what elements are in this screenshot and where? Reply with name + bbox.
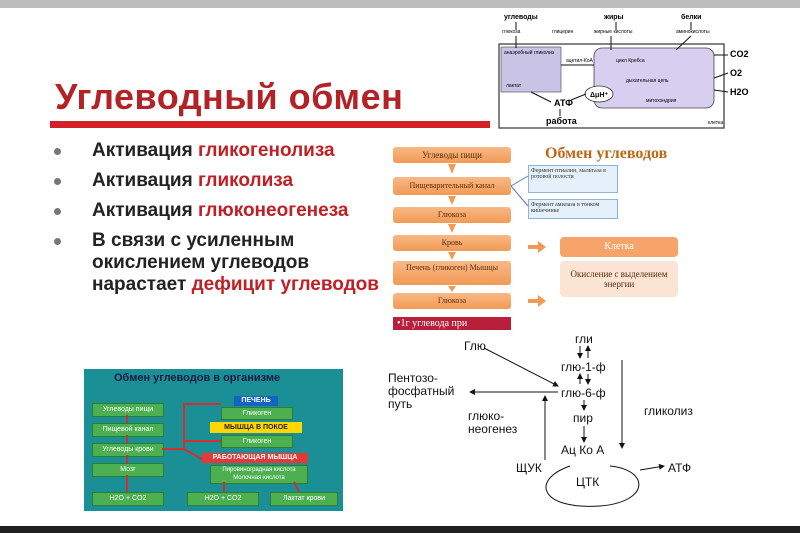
glucose-pathways-scheme: гли Глю глю-1-ф Пентозо- фосфатный путь … [380, 330, 720, 515]
node-acoa: Ац Ко А [561, 443, 605, 457]
label-mitochondria: митохондрия [646, 98, 677, 104]
node-shuk: ЩУК [516, 461, 542, 475]
label-acetyl-coa: ацетил-КоА [566, 58, 594, 64]
cell-label: Клетка [560, 237, 678, 257]
bottom-bar [0, 526, 800, 533]
label-h2o: H2O [730, 87, 749, 97]
sub-amino-acids: аминокислоты [676, 29, 710, 35]
energy-metabolism-diagram: углеводы жиры белки глюкоза глицерин жир… [496, 10, 786, 132]
step-glucose: Глюкоза [393, 207, 511, 223]
sub-glycerol: глицерин [552, 29, 574, 35]
node-gng: глюко- неогенез [468, 409, 518, 436]
flow-arrows [515, 22, 729, 116]
node-glu: Глю [464, 339, 486, 353]
node-tca: ЦТК [576, 475, 600, 489]
label-lactate: лактат [506, 83, 522, 89]
node-glycolysis: гликолиз [644, 404, 693, 418]
carb-digestion-diagram: Углеводы пищи Обмен углеводов Пищеварите… [388, 141, 720, 334]
bullet-text: В связи с усиленным окислением углеводов… [92, 230, 310, 295]
bl-lactate: Лактат крови [270, 492, 338, 506]
bullet-highlight: гликогенолиза [197, 140, 335, 161]
bullet-text: Активация [92, 170, 193, 191]
energy-note: •1г углевода при [393, 317, 511, 330]
src-proteins: белки [681, 13, 701, 21]
bl-rest-muscle: МЫШЦА В ПОКОЕ [210, 422, 302, 433]
node-g6p: глю-6-ф [561, 386, 606, 400]
label-krebs: цикл Кребса [616, 58, 645, 64]
label-atp: АТФ [554, 98, 573, 108]
bullet-list: Активация гликогенолиза Активация гликол… [50, 140, 380, 304]
title-underline [50, 121, 490, 128]
step-liver: Печень (гликоген) Мышцы [393, 261, 511, 285]
top-bar [0, 0, 800, 8]
label-o2: O2 [730, 68, 742, 78]
enzyme-amylase: Фермент амилаза в тонком кишечнике [528, 199, 618, 219]
bl-glycogen-muscle: Гликоген [221, 435, 293, 448]
bl-acids: Пировиноградная кислота Молочная кислота [210, 465, 308, 484]
label-resp-chain: дыхательная цепь [626, 78, 669, 84]
sub-fatty-acids: жирные кислоты [594, 29, 633, 35]
bullet-highlight: дефицит углеводов [191, 274, 379, 295]
label-co2: CO2 [730, 49, 749, 59]
enzyme-ptyalin: Фермент птиалин, мальтаза в ротовой поло… [528, 165, 618, 193]
bullet-item: В связи с усиленным окислением углеводов… [50, 230, 380, 296]
scheme-arrows [469, 345, 665, 507]
bl-h2o-co2-mid: H2O + CO2 [187, 492, 259, 506]
label-work: работа [546, 116, 578, 126]
label-cell: клетка [708, 120, 723, 126]
bl-title: Обмен углеводов в организме [114, 372, 281, 384]
bl-arrows [126, 403, 300, 493]
bullet-item: Активация глюконеогенеза [50, 200, 380, 222]
bullet-text: Активация [92, 140, 193, 161]
node-ppp: Пентозо- фосфатный путь [388, 371, 455, 411]
step-digestive-tract: Пищеварительный канал [393, 177, 511, 195]
node-gli: гли [575, 332, 593, 346]
sub-glucose: глюкоза [502, 29, 521, 35]
src-fats: жиры [603, 14, 624, 21]
bullet-text: Активация [92, 200, 193, 221]
mid-arrows [448, 164, 546, 307]
bl-h2o-co2: H2O + CO2 [92, 492, 164, 506]
slide-title: Углеводный обмен [55, 76, 404, 117]
oxidation-box: Окисление с выделением энергии [560, 261, 678, 297]
node-pir: пир [573, 411, 593, 425]
src-carbs: углеводы [504, 14, 538, 21]
bl-work-muscle: РАБОТАЮЩАЯ МЫШЦА [202, 453, 308, 463]
bullet-item: Активация гликолиза [50, 170, 380, 192]
bl-glycogen-liver: Гликоген [221, 407, 293, 420]
node-atp: АТФ [668, 461, 692, 475]
bullet-highlight: глюконеогенеза [197, 200, 349, 221]
node-g1p: глю-1-ф [561, 360, 606, 374]
step-glucose-out: Глюкоза [393, 293, 511, 309]
step-blood: Кровь [393, 235, 511, 251]
label-dmuh: ΔμН⁺ [590, 92, 608, 99]
step-food-carbs: Углеводы пищи [393, 147, 511, 163]
bl-liver: ПЕЧЕНЬ [234, 396, 278, 406]
carb-organism-diagram: Обмен углеводов в организме Углеводы пищ… [84, 369, 343, 511]
diagram-title: Обмен углеводов [545, 145, 668, 162]
label-anaerobic: анаэробный гликолиз [504, 49, 555, 56]
bullet-item: Активация гликогенолиза [50, 140, 380, 162]
bullet-highlight: гликолиза [197, 170, 294, 191]
